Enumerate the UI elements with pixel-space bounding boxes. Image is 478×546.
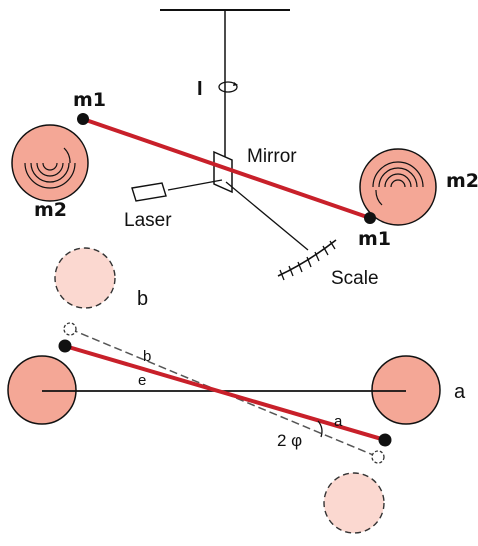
label-scale: Scale xyxy=(331,268,379,289)
ghost-mass-b-upper xyxy=(54,247,116,309)
small-mass-right xyxy=(364,212,376,224)
mass-a-left xyxy=(7,355,77,425)
laser-arm xyxy=(167,179,223,191)
angle-arc xyxy=(317,420,323,438)
label-m2-right: m2 xyxy=(446,170,478,192)
label-m2-left: m2 xyxy=(34,199,67,221)
rod-position-b xyxy=(69,328,379,458)
scale-ticks xyxy=(279,240,336,281)
label-mirror: Mirror xyxy=(247,146,297,167)
reflected-beam xyxy=(225,181,309,251)
label-m1-right: m1 xyxy=(358,228,391,250)
label-line-a: a xyxy=(334,413,343,430)
label-line-b: b xyxy=(143,348,151,365)
torsion-label: I xyxy=(197,78,203,100)
torsion-arrow-head xyxy=(233,82,238,86)
mass-a-right xyxy=(371,355,441,425)
torsion-arrow-icon xyxy=(218,81,238,93)
ghost-mass-b-lower xyxy=(323,472,385,534)
rod-position-a xyxy=(64,344,386,442)
label-angle: 2 φ xyxy=(277,431,302,450)
large-mass-right xyxy=(359,148,437,226)
large-mass-left xyxy=(11,124,89,202)
small-mass-a-right xyxy=(378,433,392,447)
small-mass-a-left xyxy=(58,339,72,353)
ghost-small-mass-right xyxy=(371,450,385,464)
balance-rod xyxy=(82,117,371,220)
small-mass-left xyxy=(77,113,89,125)
label-position-a: a xyxy=(454,381,466,403)
laser-icon xyxy=(131,182,167,202)
mirror xyxy=(213,150,233,194)
label-position-b: b xyxy=(137,288,148,310)
ghost-small-mass-left xyxy=(63,322,77,336)
label-m1-left: m1 xyxy=(73,89,106,111)
label-laser: Laser xyxy=(124,210,172,231)
label-line-e: e xyxy=(138,372,146,389)
